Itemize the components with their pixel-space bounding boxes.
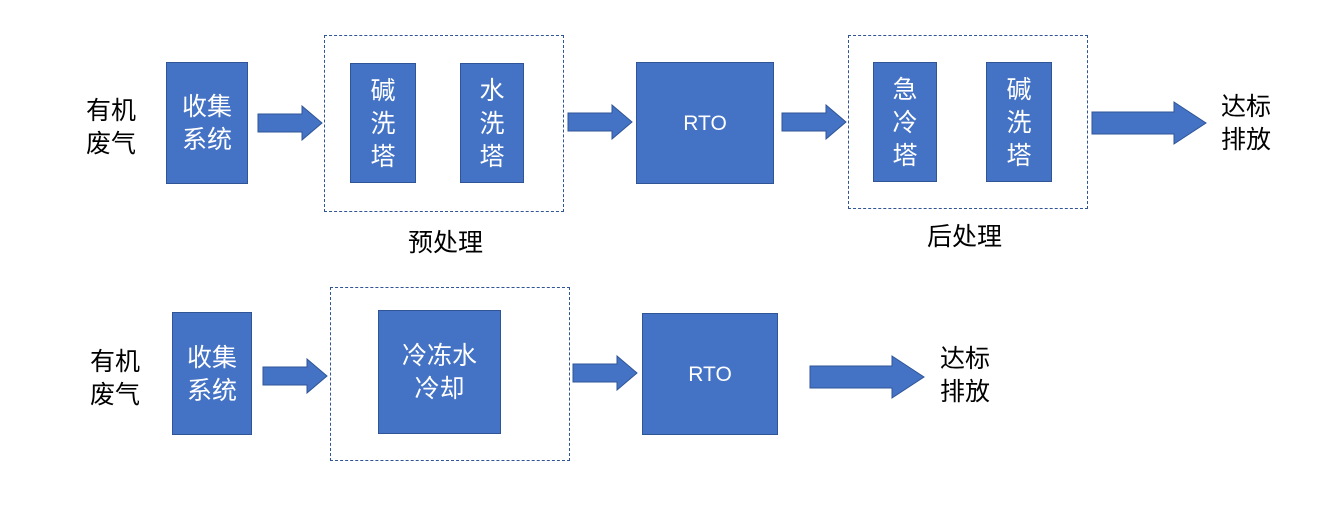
row1-water-wash-label: 水 洗 塔 bbox=[479, 75, 505, 171]
row1-pretreatment-group bbox=[324, 35, 564, 212]
row2-arrow-1 bbox=[262, 358, 328, 394]
row2-rto-box: RTO bbox=[642, 313, 778, 435]
row1-alkali-wash-2-label: 碱 洗 塔 bbox=[1006, 74, 1032, 170]
row2-chill-box: 冷冻水 冷却 bbox=[378, 310, 501, 434]
row1-output-label: 达标 排放 bbox=[1221, 92, 1272, 154]
row2-chill-group bbox=[330, 287, 570, 461]
row1-quench-box: 急 冷 塔 bbox=[873, 62, 937, 182]
row1-posttreatment-group bbox=[848, 35, 1088, 209]
row1-collect-box: 收集 系统 bbox=[166, 62, 248, 184]
row1-alkali-wash-box: 碱 洗 塔 bbox=[350, 63, 416, 183]
row1-water-wash-box: 水 洗 塔 bbox=[460, 63, 524, 183]
row1-arrow-2 bbox=[567, 104, 633, 140]
row1-alkali-wash-2-box: 碱 洗 塔 bbox=[986, 62, 1052, 182]
row1-posttreatment-label: 后处理 bbox=[927, 222, 1003, 251]
row1-collect-label: 收集 系统 bbox=[181, 92, 232, 154]
row1-rto-box: RTO bbox=[636, 62, 774, 184]
row1-source-label: 有机 废气 bbox=[86, 96, 137, 158]
row1-alkali-wash-label: 碱 洗 塔 bbox=[370, 75, 396, 171]
row2-rto-label: RTO bbox=[688, 362, 732, 386]
row1-arrow-3 bbox=[781, 104, 847, 140]
row2-output-label: 达标 排放 bbox=[940, 344, 991, 406]
row2-collect-box: 收集 系统 bbox=[172, 312, 252, 435]
row1-rto-label: RTO bbox=[683, 111, 727, 135]
row2-collect-label: 收集 系统 bbox=[186, 342, 237, 405]
row1-pretreatment-label: 预处理 bbox=[408, 228, 484, 257]
row1-arrow-1 bbox=[257, 105, 323, 141]
row2-chill-label: 冷冻水 冷却 bbox=[401, 341, 477, 403]
row2-source-label: 有机 废气 bbox=[90, 347, 141, 409]
row1-arrow-4 bbox=[1091, 101, 1207, 145]
row1-quench-label: 急 冷 塔 bbox=[892, 74, 918, 170]
row2-arrow-3 bbox=[809, 355, 925, 399]
row2-arrow-2 bbox=[572, 355, 638, 391]
